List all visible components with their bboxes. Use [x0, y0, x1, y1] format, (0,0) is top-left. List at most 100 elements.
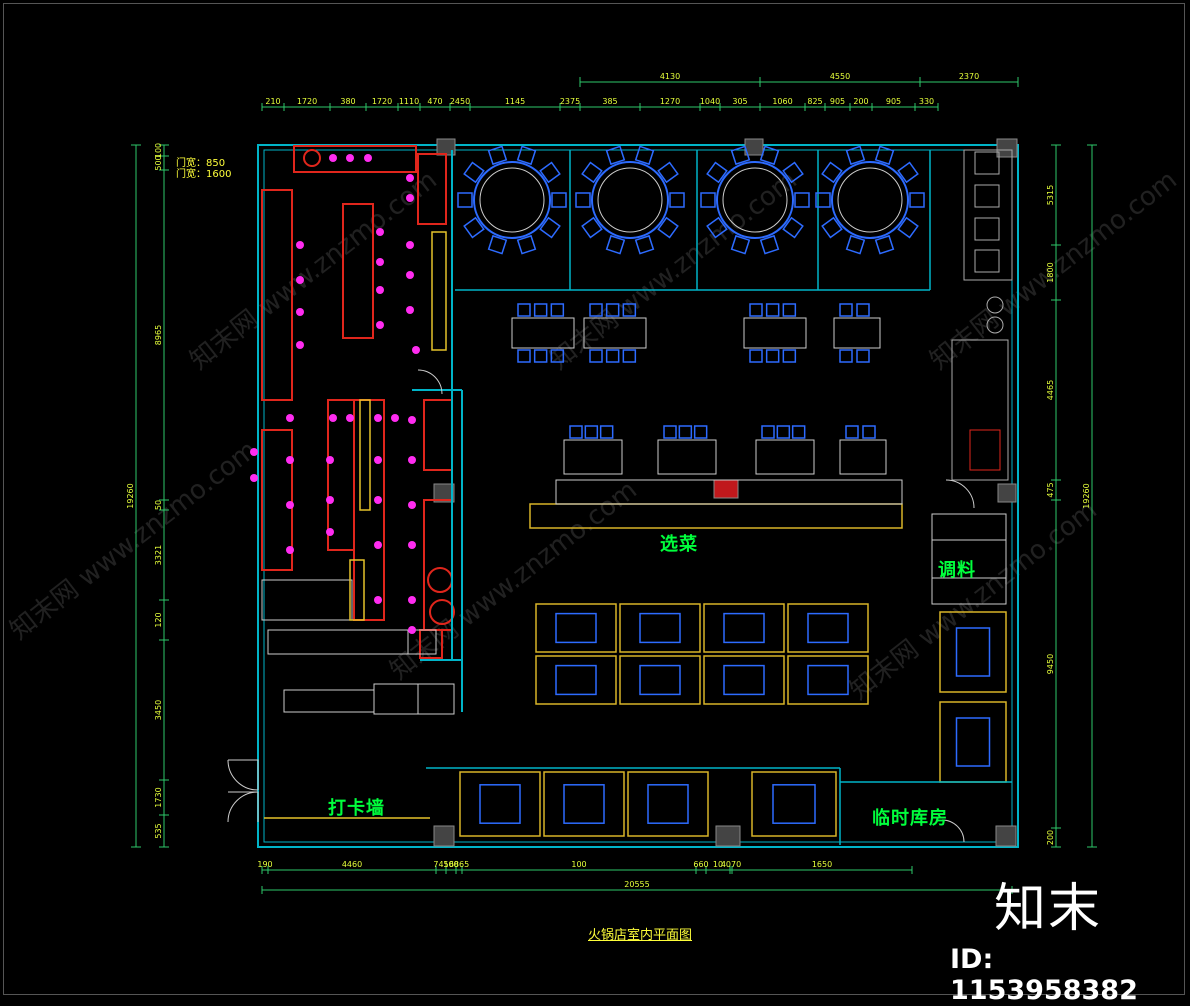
light-point	[296, 276, 304, 284]
chair	[856, 303, 870, 317]
kitchen-yellow-shelves	[349, 231, 447, 621]
seasoning-area	[931, 513, 1007, 605]
chair	[622, 303, 637, 317]
dining-table	[743, 317, 807, 349]
dimension-label: 9450	[1046, 654, 1055, 674]
light-point	[250, 448, 258, 456]
light-point	[408, 596, 416, 604]
image-id: ID: 1153958382	[950, 944, 1138, 1006]
dining-tables	[511, 303, 887, 475]
lazy-susan	[837, 167, 903, 233]
label-seasoning: 调料	[938, 560, 976, 581]
chair	[782, 349, 797, 363]
dimension-label: 4550	[830, 72, 850, 81]
chair	[759, 145, 780, 166]
booth	[703, 655, 785, 705]
chair	[794, 192, 810, 208]
dimension-label: 6865	[449, 860, 469, 869]
light-point	[406, 194, 414, 202]
dimension-label: 905	[830, 97, 845, 106]
dimension-label: 190	[257, 860, 272, 869]
chair	[791, 425, 806, 439]
light-point	[408, 626, 416, 634]
dimension-label: 1720	[372, 97, 392, 106]
chair	[749, 349, 763, 363]
chair	[634, 145, 655, 166]
chair	[765, 303, 780, 317]
chair	[634, 234, 655, 255]
light-point	[408, 456, 416, 464]
light-point	[376, 228, 384, 236]
light-point	[412, 346, 420, 354]
dimension-label: 2375	[560, 97, 580, 106]
light-point	[364, 154, 372, 162]
chair	[589, 303, 603, 317]
dimension-label: 5315	[1046, 185, 1055, 205]
dimension-label: 200	[1046, 830, 1055, 845]
dimension-label: 535	[154, 823, 163, 838]
light-point	[286, 414, 294, 422]
booth-table	[555, 612, 597, 644]
round-table	[831, 161, 909, 239]
chair	[782, 303, 797, 317]
chair	[550, 303, 565, 317]
booth	[459, 771, 541, 837]
light-point	[346, 414, 354, 422]
dimension-label: 100	[154, 143, 163, 158]
chair	[605, 234, 626, 255]
dimension-label: 2450	[450, 97, 470, 106]
chair	[589, 349, 603, 363]
kitchen-equipment	[261, 145, 455, 659]
drawing-caption: 火锅店室内平面图	[588, 928, 693, 943]
door-note-line1: 门宽：850	[176, 158, 226, 169]
chair	[584, 425, 599, 439]
doors	[227, 369, 975, 843]
chair	[605, 303, 620, 317]
chair	[749, 303, 763, 317]
dining-table	[833, 317, 881, 349]
light-point	[250, 474, 258, 482]
booth	[619, 655, 701, 705]
lazy-susan	[722, 167, 788, 233]
booth-table	[639, 664, 681, 696]
light-point	[374, 456, 382, 464]
dimension-label: 4130	[660, 72, 680, 81]
chair	[845, 234, 866, 255]
chair	[539, 161, 561, 184]
dimension-label: 19260	[126, 483, 135, 508]
dimension-label: 100	[571, 860, 586, 869]
light-point	[408, 416, 416, 424]
booth-table	[479, 784, 521, 824]
chair	[700, 192, 716, 208]
kitchen-partition	[412, 150, 463, 712]
chair	[815, 192, 831, 208]
light-point	[296, 308, 304, 316]
chair	[663, 425, 677, 439]
chair	[581, 161, 603, 184]
chair	[845, 425, 859, 439]
chair	[517, 349, 531, 363]
light-point	[326, 456, 334, 464]
chair	[706, 161, 728, 184]
light-point	[286, 501, 294, 509]
chair	[897, 161, 919, 184]
booth	[543, 771, 625, 837]
chair	[581, 216, 603, 239]
door-note-line2: 门宽：1600	[176, 169, 232, 180]
dimension-label: 4070	[721, 860, 741, 869]
booth	[703, 603, 785, 653]
chair	[569, 425, 583, 439]
chair	[669, 192, 685, 208]
light-point	[329, 414, 337, 422]
dimension-label: 470	[427, 97, 442, 106]
booth	[627, 771, 709, 837]
booth	[535, 603, 617, 653]
chair	[782, 161, 804, 184]
chair	[622, 349, 637, 363]
dimension-label: 330	[919, 97, 934, 106]
chair	[605, 145, 626, 166]
light-point	[329, 154, 337, 162]
light-point	[376, 286, 384, 294]
dimension-label: 1145	[505, 97, 525, 106]
